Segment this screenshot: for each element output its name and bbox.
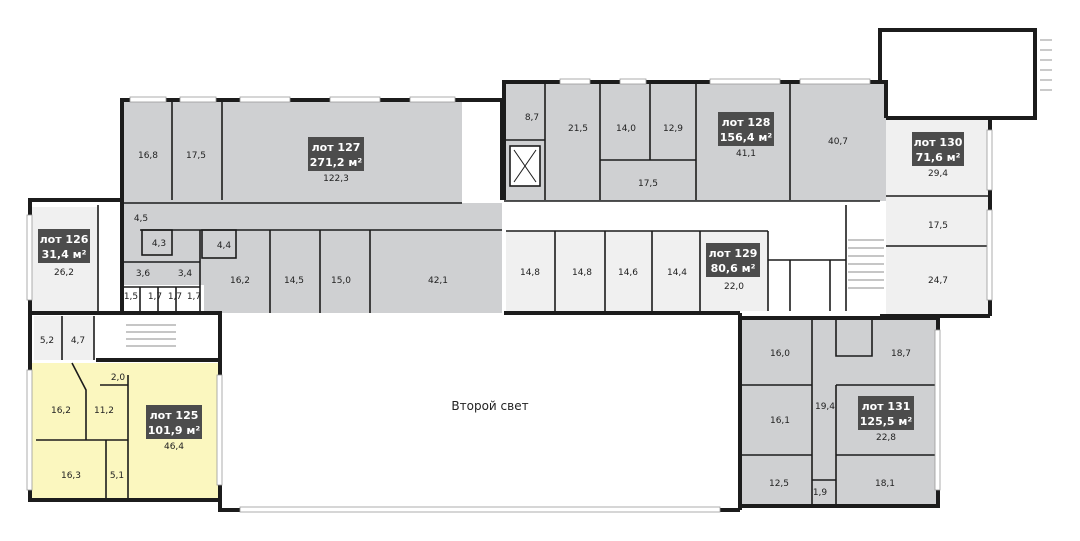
room-label: 16,0 [770,349,790,359]
room-label: 122,3 [323,174,349,184]
room-label: 14,4 [667,268,687,278]
double-height-space-label: Второй свет [451,399,528,413]
lot-131-title: лот 131 [862,400,911,413]
room-label: 1,9 [813,488,828,498]
lot-128-title: лот 128 [722,116,771,129]
staircase-icon [126,39,1052,347]
room-label: 14,8 [572,268,592,278]
lot-badge-126[interactable]: лот 126 31,4 м² [38,229,90,263]
lot-127-title: лот 127 [312,141,361,154]
room-area-labels: 16,8 17,5 122,3 8,7 21,5 14,0 12,9 41,1 … [40,113,948,498]
room-label: 22,0 [724,282,744,292]
lot-badge-125[interactable]: лот 125 101,9 м² [146,405,202,439]
lot-129-title: лот 129 [709,247,758,260]
room-label: 3,4 [178,269,193,279]
room-label: 46,4 [164,442,184,452]
room-label: 2,0 [111,373,126,383]
room-label: 16,8 [138,151,158,161]
room-label: 4,3 [152,239,166,249]
lot-130-title: лот 130 [914,136,963,149]
room-label: 14,6 [618,268,638,278]
room-label: 42,1 [428,276,448,286]
room-label: 12,5 [769,479,789,489]
room-label: 4,5 [134,214,148,224]
room-label: 3,6 [136,269,151,279]
lot-126-area-label: 31,4 м² [42,248,87,261]
room-label: 14,8 [520,268,540,278]
lot-badge-131[interactable]: лот 131 125,5 м² [858,396,914,430]
room-label: 16,2 [230,276,250,286]
lot-badge-128[interactable]: лот 128 156,4 м² [718,112,774,146]
room-label: 4,4 [217,241,232,251]
lot-badge-129[interactable]: лот 129 80,6 м² [706,243,760,277]
room-label: 18,7 [891,349,911,359]
lot-128-area-label: 156,4 м² [720,131,773,144]
lot-badge-130[interactable]: лот 130 71,6 м² [912,132,964,166]
lot-125-title: лот 125 [150,409,199,422]
room-label: 17,5 [186,151,206,161]
room-label: 17,5 [638,179,658,189]
room-label: 1,7 [148,292,162,302]
room-label: 5,2 [40,336,54,346]
room-label: 18,1 [875,479,895,489]
room-label: 1,7 [168,292,182,302]
lot-125-area-label: 101,9 м² [148,424,201,437]
room-label: 22,8 [876,433,896,443]
room-label: 1,5 [124,292,138,302]
room-label: 40,7 [828,137,848,147]
room-label: 26,2 [54,268,74,278]
lot-129-area-label: 80,6 м² [711,262,756,275]
room-label: 16,3 [61,471,81,481]
room-label: 1,7 [187,292,201,302]
room-label: 8,7 [525,113,539,123]
room-label: 17,5 [928,221,948,231]
lot-131-area-label: 125,5 м² [860,415,913,428]
room-label: 21,5 [568,124,588,134]
walls [26,28,1052,513]
lot-badge-127[interactable]: лот 127 271,2 м² [308,137,364,171]
room-label: 14,0 [616,124,636,134]
lot-126-title: лот 126 [40,233,89,246]
room-label: 16,1 [770,416,790,426]
lot-130-area-label: 71,6 м² [916,151,961,164]
room-label: 5,1 [110,471,124,481]
lot-127-area-label: 271,2 м² [310,156,363,169]
room-label: 29,4 [928,169,948,179]
room-label: 19,4 [815,402,835,412]
lot-127-area[interactable] [122,101,502,313]
room-label: 11,2 [94,406,114,416]
room-label: 41,1 [736,149,756,159]
room-label: 15,0 [331,276,351,286]
room-label: 4,7 [71,336,85,346]
room-label: 12,9 [663,124,683,134]
room-label: 24,7 [928,276,948,286]
room-label: 16,2 [51,406,71,416]
room-label: 14,5 [284,276,304,286]
